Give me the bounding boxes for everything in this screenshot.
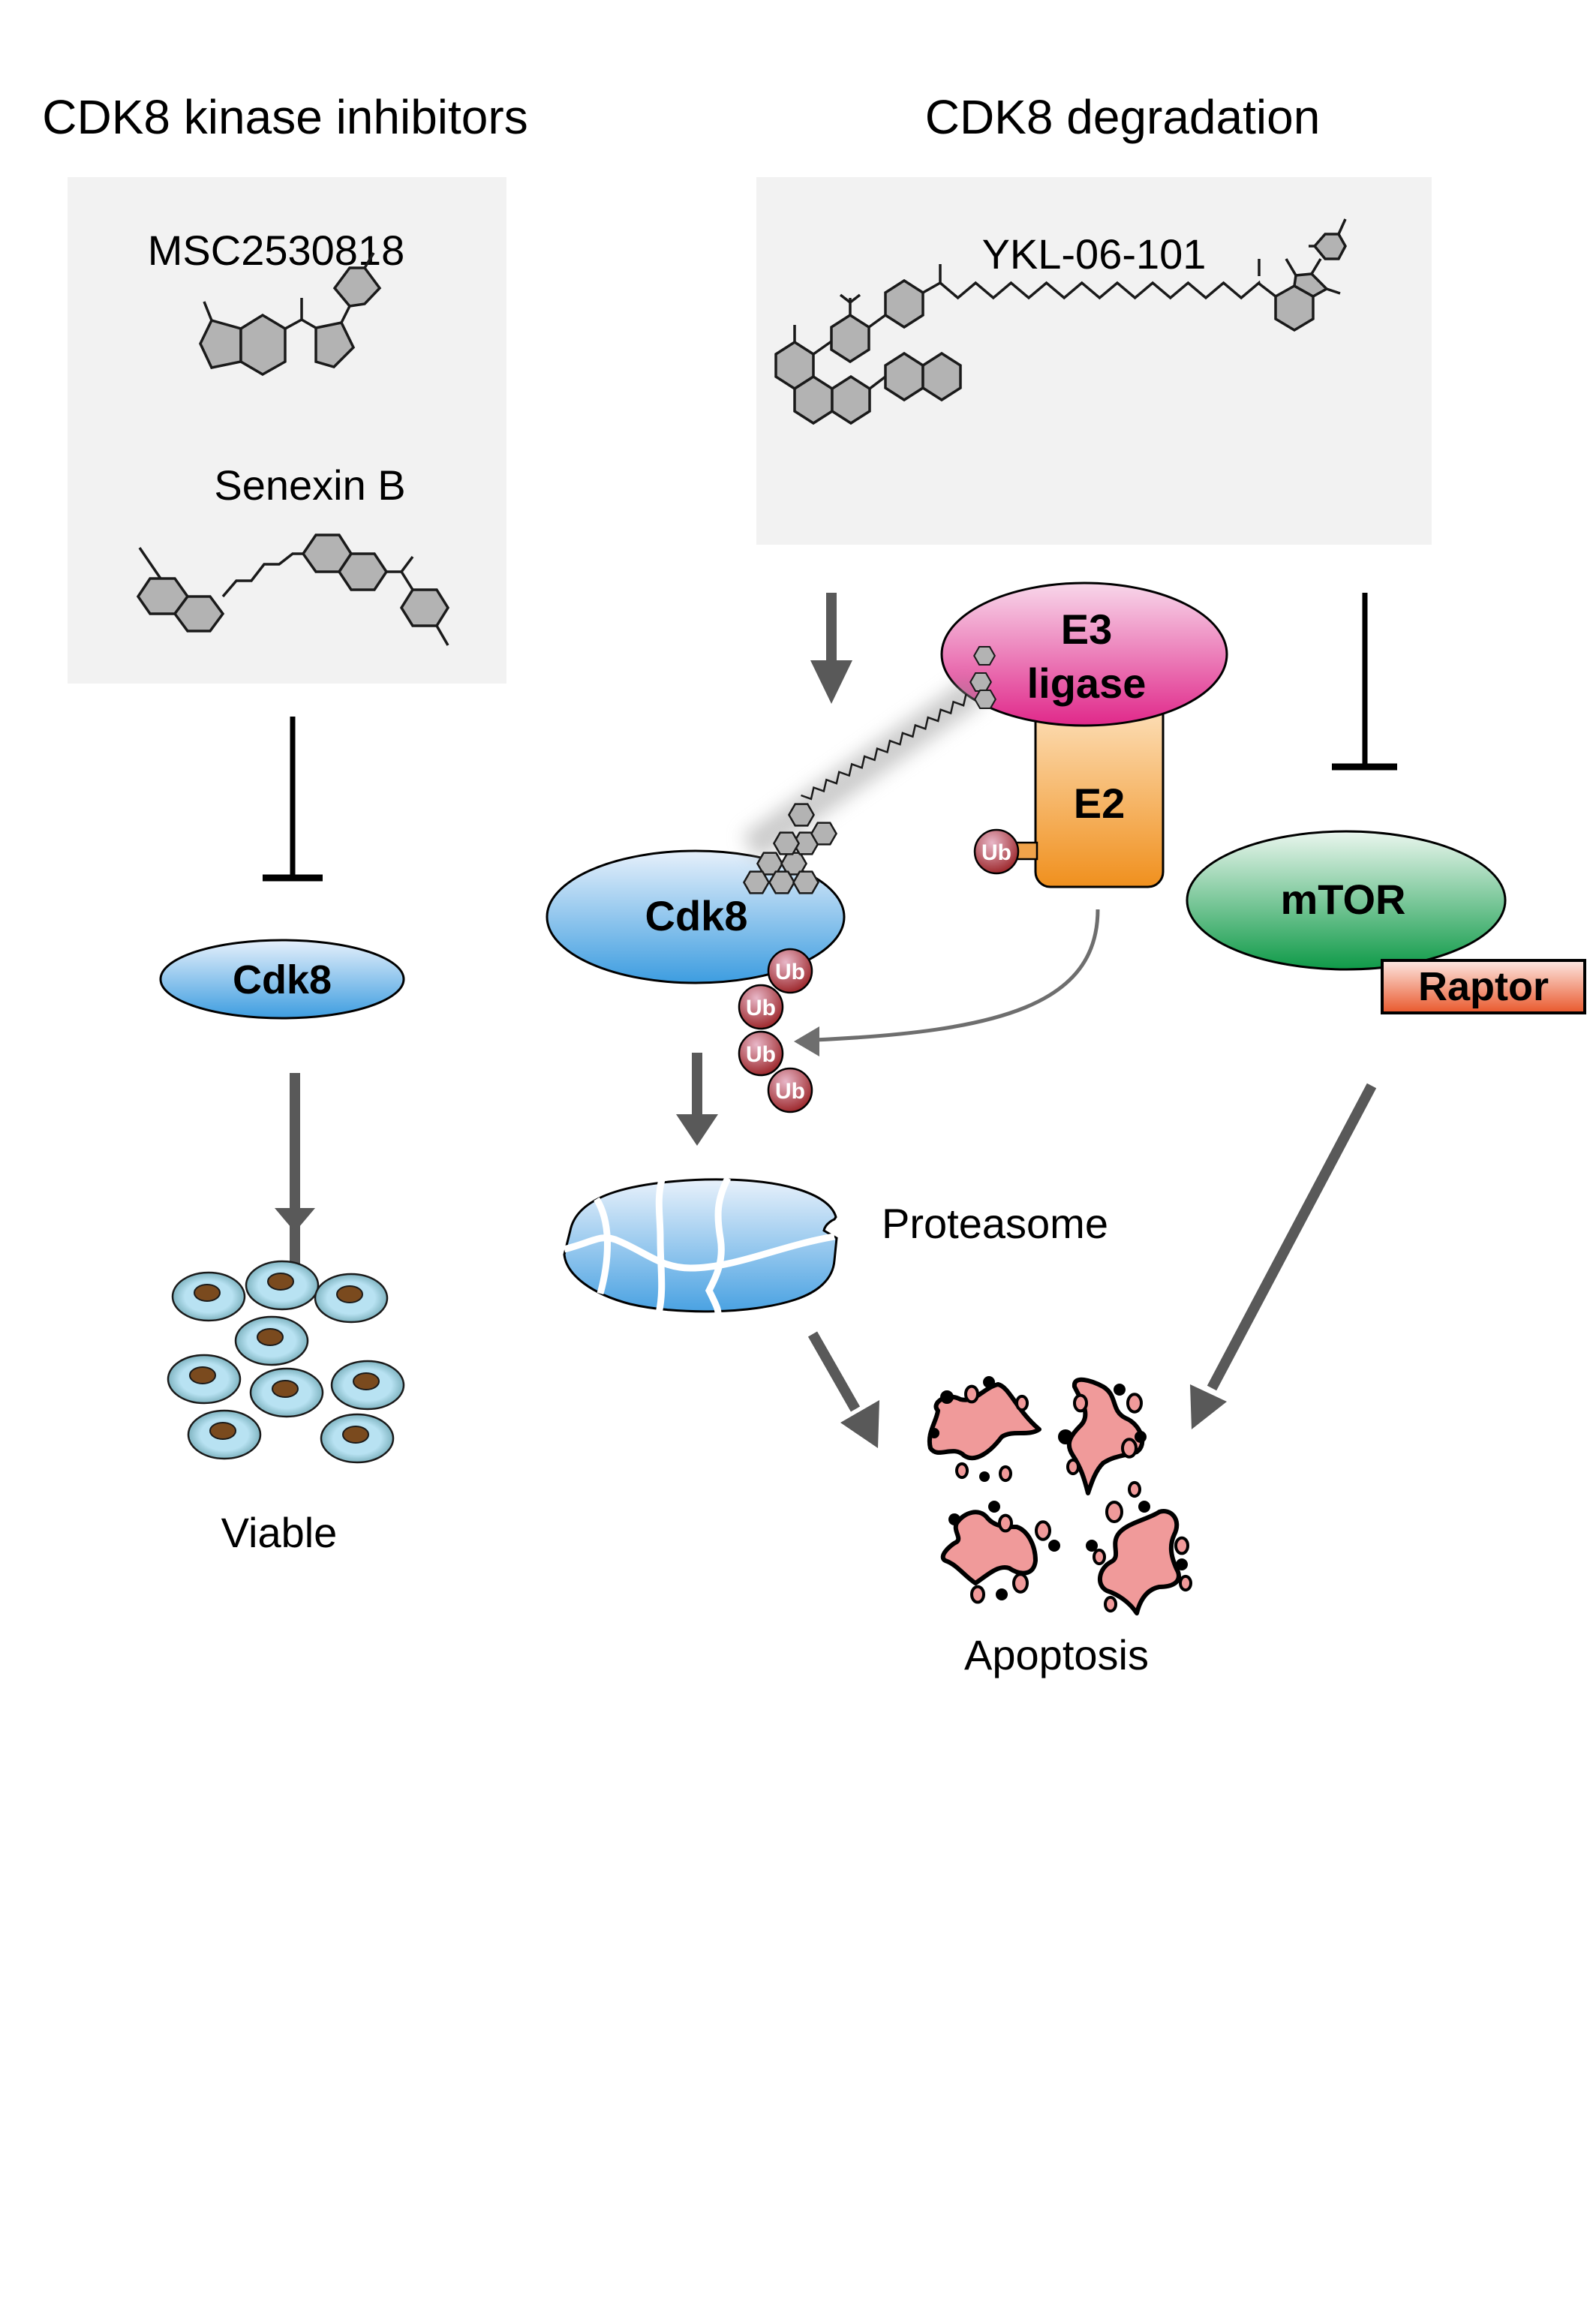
- cell-3: [314, 1273, 389, 1324]
- apoptotic-body: [1066, 1458, 1080, 1476]
- degrader-compound-box: [756, 177, 1432, 545]
- ubiquitin-on-e2: Ub: [973, 828, 1020, 875]
- apoptotic-body: [1012, 1573, 1029, 1594]
- apoptotic-body: [1135, 1431, 1147, 1443]
- bound-degrader-molecule-icon: [741, 645, 996, 894]
- apoptotic-cell-4: [1098, 1509, 1181, 1615]
- raptor-label: Raptor: [1418, 964, 1549, 1009]
- arrow-cdk8-to-proteasome: [676, 1053, 718, 1146]
- outcome-apoptosis: Apoptosis: [964, 1631, 1149, 1678]
- apoptotic-cells-icon: [927, 1376, 1192, 1615]
- cell-1: [171, 1271, 246, 1322]
- cell-6: [330, 1360, 405, 1411]
- apoptotic-body: [964, 1384, 979, 1404]
- cell-2: [245, 1260, 320, 1311]
- raptor-protein: Raptor: [1381, 959, 1586, 1014]
- cell-4: [234, 1315, 309, 1366]
- apoptotic-body: [998, 1513, 1013, 1533]
- left-panel: CDK8 kinase inhibitors MSC2530818 Senexi…: [42, 90, 527, 1556]
- arrow-mtor-to-apoptosis: [1190, 1083, 1377, 1429]
- apoptotic-body: [1035, 1520, 1051, 1541]
- cell-8: [187, 1409, 262, 1460]
- left-panel-title: CDK8 kinase inhibitors: [42, 90, 527, 144]
- apoptotic-body: [948, 1513, 960, 1525]
- ubiquitin-4: Ub: [767, 1067, 813, 1113]
- apoptotic-cell-3: [940, 1510, 1038, 1585]
- apoptotic-body: [1086, 1540, 1098, 1552]
- apoptotic-body: [1128, 1480, 1141, 1498]
- apoptotic-body: [1093, 1548, 1106, 1566]
- arrow-cdk8-to-viable: [275, 1073, 315, 1285]
- outcome-viable: Viable: [221, 1509, 338, 1556]
- e2-label: E2: [1074, 780, 1126, 827]
- apoptotic-body: [970, 1585, 985, 1604]
- apoptotic-body: [929, 1428, 939, 1438]
- e3-label-line1: E3: [1061, 606, 1113, 653]
- cdk8-label-right: Cdk8: [645, 892, 748, 939]
- apoptotic-body: [1114, 1384, 1126, 1396]
- apoptotic-cell-2: [1066, 1377, 1145, 1495]
- arrow-proteasome-to-apoptosis: [807, 1331, 879, 1448]
- apoptotic-body: [1174, 1536, 1189, 1555]
- proteasome-icon: [563, 1176, 838, 1320]
- apoptotic-body: [940, 1390, 954, 1404]
- apoptotic-body: [1176, 1558, 1188, 1570]
- apoptotic-body: [979, 1471, 990, 1482]
- apoptotic-body: [1073, 1393, 1088, 1413]
- e3-label-line2: ligase: [1027, 660, 1147, 707]
- compound-name-senexin-b: Senexin B: [214, 461, 405, 509]
- apoptotic-body: [1015, 1394, 1029, 1412]
- ub-label: Ub: [775, 960, 805, 984]
- apoptotic-body: [983, 1376, 995, 1388]
- e3-ligase: E3 ligase: [940, 582, 1228, 727]
- healthy-cells-icon: [167, 1260, 405, 1464]
- ub-label: Ub: [746, 1042, 776, 1067]
- proteasome-label: Proteasome: [882, 1200, 1108, 1247]
- inhibition-bar-left: [263, 717, 323, 882]
- mtor-label: mTOR: [1281, 876, 1406, 923]
- apoptotic-body: [1126, 1393, 1143, 1414]
- cell-9: [320, 1413, 395, 1464]
- cdk8-protein-left: Cdk8: [159, 939, 405, 1020]
- ub-label: Ub: [775, 1079, 805, 1104]
- apoptotic-body: [1121, 1438, 1138, 1459]
- cdk8-label-left: Cdk8: [233, 957, 332, 1002]
- compound-name-ykl-06-101: YKL-06-101: [982, 230, 1207, 278]
- ubiquitin-3: Ub: [738, 1030, 784, 1077]
- apoptotic-body: [1058, 1429, 1073, 1444]
- inhibition-bar-right: [1332, 593, 1397, 771]
- ub-label: Ub: [981, 840, 1011, 865]
- ub-label: Ub: [746, 996, 776, 1020]
- arrow-degrader-to-complex: [810, 593, 852, 704]
- arrow-ub-transfer: [794, 909, 1100, 1056]
- senexin-b-structure-icon: [136, 533, 450, 646]
- apoptotic-body: [1138, 1501, 1150, 1513]
- apoptotic-body: [1048, 1540, 1060, 1552]
- apoptotic-body: [999, 1465, 1012, 1483]
- right-panel: CDK8 degradation YKL-06-101: [546, 90, 1586, 1678]
- apoptotic-body: [1105, 1501, 1123, 1523]
- apoptotic-body: [996, 1588, 1008, 1600]
- apoptotic-body: [1104, 1595, 1117, 1613]
- msc2530818-structure-icon: [199, 252, 382, 377]
- compound-name-msc2530818: MSC2530818: [148, 227, 404, 274]
- apoptotic-body: [1179, 1574, 1192, 1592]
- ykl-06-101-structure-icon: [774, 218, 1347, 425]
- cell-7: [249, 1367, 324, 1418]
- ubiquitin-1: Ub: [767, 948, 813, 994]
- mtor-protein: mTOR: [1186, 830, 1507, 971]
- ubiquitin-2: Ub: [738, 984, 784, 1030]
- apoptotic-body: [955, 1462, 969, 1480]
- right-panel-title: CDK8 degradation: [925, 90, 1321, 144]
- cell-5: [167, 1354, 242, 1405]
- apoptotic-body: [988, 1501, 1000, 1513]
